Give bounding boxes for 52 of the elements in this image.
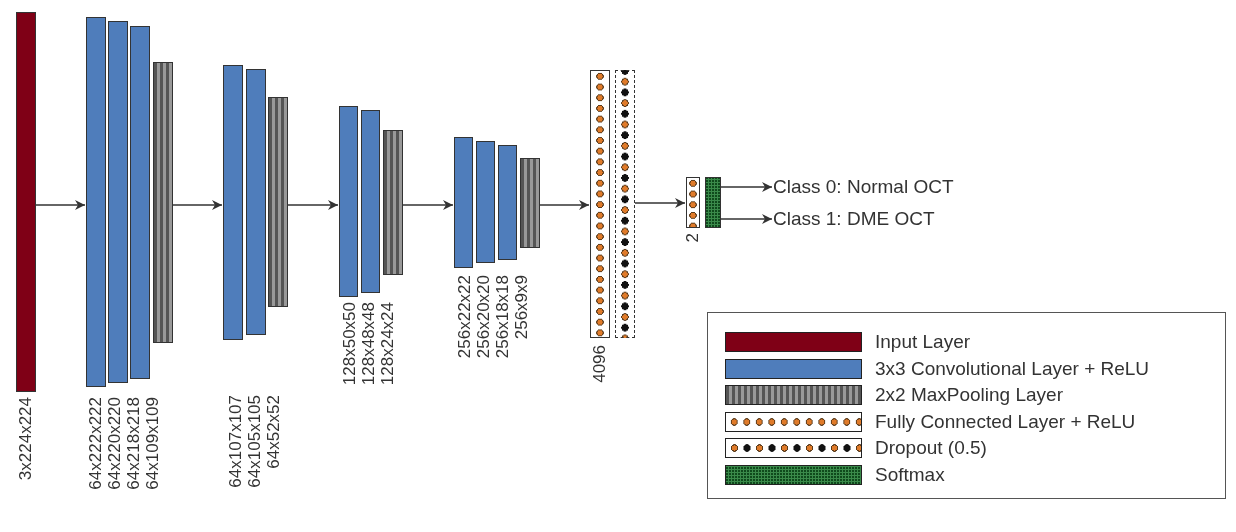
- legend-label: 2x2 MaxPooling Layer: [875, 384, 1063, 406]
- dimension-label: 4096: [590, 345, 609, 383]
- maxpooling-layer-bar: [520, 158, 540, 248]
- fully-connected-layer-bar: [686, 177, 700, 228]
- convolution-layer-bar: [130, 26, 150, 379]
- softmax-layer-bar: [705, 177, 721, 228]
- dimension-label: 256x22x22: [455, 275, 474, 359]
- legend-label: Softmax: [875, 463, 945, 486]
- maxpooling-layer-bar: [383, 130, 403, 275]
- dimension-label: 128x48x48: [359, 302, 378, 386]
- fully-connected-layer-bar: [590, 70, 610, 338]
- legend-label: 3x3 Convolutional Layer + ReLU: [875, 357, 1150, 380]
- maxpooling-layer-bar: [268, 97, 288, 307]
- arrow: [402, 200, 454, 210]
- convolution-layer-bar: [223, 65, 243, 340]
- convolution-layer-bar: [246, 69, 266, 335]
- convolution-layer-bar: [454, 137, 473, 268]
- arrow: [720, 182, 773, 192]
- convolution-layer-bar: [498, 145, 517, 260]
- class-label: Class 0: Normal OCT: [773, 176, 954, 198]
- arrow: [720, 214, 773, 224]
- dimension-label: 256x9x9: [512, 275, 531, 340]
- dimension-label: 64x107x107: [226, 395, 245, 488]
- dimension-label: 64x109x109: [143, 397, 162, 490]
- legend-label: Fully Connected Layer + ReLU: [875, 410, 1136, 433]
- dimension-label: 256x18x18: [493, 275, 512, 359]
- dimension-label: 64x105x105: [245, 395, 264, 488]
- arrow: [172, 200, 223, 210]
- dimension-label: 64x222x222: [86, 397, 105, 490]
- convolution-layer-bar: [108, 21, 128, 383]
- dimension-label: 128x24x24: [378, 302, 397, 386]
- dimension-label: 256x20x20: [474, 275, 493, 359]
- dimension-label: 64x218x218: [124, 397, 143, 490]
- dimension-label: 128x50x50: [340, 302, 359, 386]
- convolution-layer-bar: [361, 110, 380, 293]
- arrow: [634, 198, 686, 208]
- convolution-layer-bar: [476, 141, 495, 263]
- arrow: [287, 200, 339, 210]
- legend-label: Input Layer: [875, 331, 971, 353]
- convolution-layer-bar: [86, 17, 106, 387]
- input-layer-bar: [16, 12, 36, 392]
- class-label: Class 1: DME OCT: [773, 208, 935, 230]
- dimension-label: 64x52x52: [264, 395, 283, 469]
- dropout-layer-bar: [615, 70, 635, 338]
- legend-label: Dropout (0.5): [875, 437, 987, 459]
- dimension-label: 64x220x220: [105, 397, 124, 490]
- dimension-label: 2: [683, 233, 702, 243]
- dimension-label: 3x224x224: [16, 397, 35, 481]
- arrow: [539, 200, 590, 210]
- arrow: [35, 200, 86, 210]
- maxpooling-layer-bar: [153, 62, 173, 343]
- convolution-layer-bar: [339, 106, 358, 297]
